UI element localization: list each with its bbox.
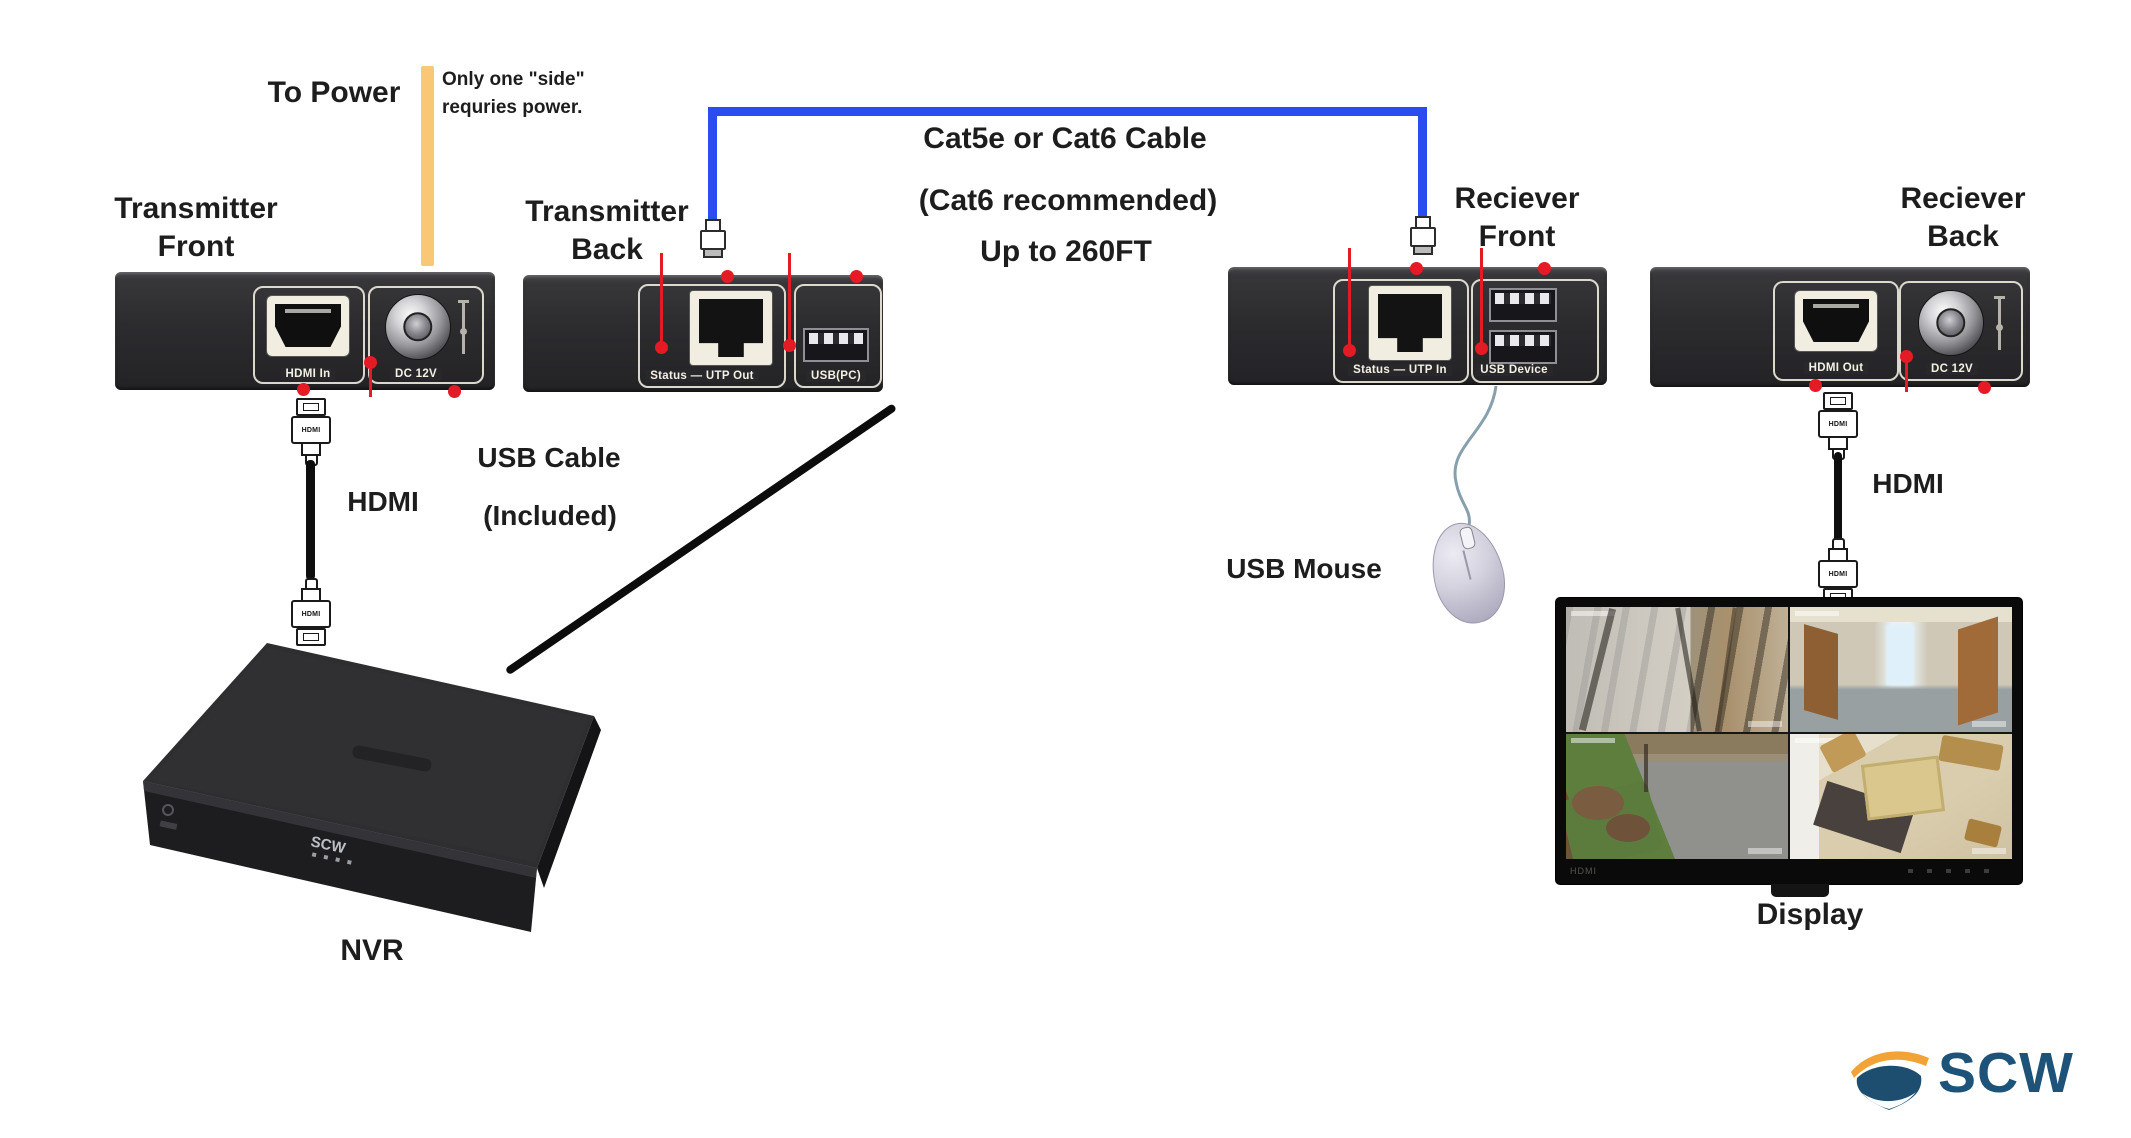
transmitter-back-title-2: Back [571,233,643,266]
cat-cable-label-3: Up to 260FT [980,235,1152,268]
camera-feed-building-exterior [1566,607,1788,732]
red-marker-dot [1900,350,1913,363]
transmitter-front-power-box [368,286,484,384]
hdmi-label-right: HDMI [1872,468,1944,499]
red-marker-dot [1475,342,1488,355]
camera-feed-hallway [1790,607,2012,732]
camera-feed-lobby [1790,734,2012,859]
hdmi-plug-top-left: HDMI [290,398,332,466]
transmitter-back-title-1: Transmitter [525,195,689,228]
hdmi-out-port [1795,291,1877,351]
usb-cable-label-2: (Included) [483,500,617,531]
hdmi-in-port [267,296,349,356]
transmitter-back-usb-box [794,284,882,388]
usb-cable-label-1: USB Cable [477,442,621,473]
red-marker-dot [1978,381,1991,394]
receiver-back-title-2: Back [1927,220,1999,253]
rj45-plug-left [698,219,728,258]
red-marker-dot [1343,344,1356,357]
dc-12v-label: DC 12V [1925,363,1979,375]
polarity-symbol [458,300,469,354]
nvr-device: SCW [143,643,601,932]
red-marker-dot [721,270,734,283]
usb-pc-port-label: USB(PC) [805,370,867,382]
red-marker-dot [655,341,668,354]
red-marker-dot [297,383,310,396]
receiver-back-title-1: Reciever [1900,182,2026,215]
hdmi-label-left: HDMI [347,486,419,517]
receiver-front-usb-box [1471,279,1599,383]
nvr-label: NVR [340,934,404,967]
cat-cable-right-drop [1418,107,1427,217]
display-monitor: HDMI [1556,598,2022,884]
hdmi-in-port-label: HDMI In [280,368,336,380]
cat-cable-label-2: (Cat6 recommended) [918,184,1218,217]
camera-feed-street [1566,734,1788,859]
hdmi-cable-right [1834,452,1842,544]
transmitter-front-title-1: Transmitter [114,192,278,225]
monitor-screen [1566,607,2012,859]
polarity-symbol [1994,296,2005,350]
transmitter-front-title-2: Front [157,230,235,263]
red-marker-line [1348,248,1351,348]
monitor-hdmi-sticker: HDMI [1570,866,1597,876]
utp-out-port-label: Status — UTP Out [645,370,759,382]
red-marker-dot [364,356,377,369]
red-marker-dot [1538,262,1551,275]
utp-in-port-label: Status — UTP In [1348,364,1452,376]
usb-device-port-1 [1489,288,1557,322]
red-marker-dot [1809,379,1822,392]
power-note-line1: Only one "side" [442,69,585,90]
receiver-back-hdmi-box [1773,281,1899,381]
hdmi-plug-bottom-right: HDMI [1817,538,1859,606]
cat-cable-label-1: Cat5e or Cat6 Cable [923,122,1207,155]
usb-mouse-label: USB Mouse [1226,553,1382,584]
rj45-plug-right [1408,216,1438,255]
scw-logo-icon [1851,1051,1929,1110]
dc-12v-label: DC 12V [389,368,443,380]
mouse-cable [1453,385,1498,527]
display-label: Display [1756,898,1864,931]
power-line [421,66,434,266]
red-marker-line [1905,362,1908,392]
usb-device-port-2 [1489,330,1557,364]
power-note-line2: requries power. [442,97,583,118]
receiver-front-title-2: Front [1478,220,1556,253]
dc-jack [1918,290,1984,356]
red-marker-line [369,369,372,397]
scw-logo-text: SCW [1938,1041,2074,1105]
red-marker-line [1480,248,1483,346]
usb-device-port-label: USB Device [1475,364,1553,376]
cat-cable-left-drop [708,107,717,220]
utp-in-port [1369,286,1451,360]
transmitter-back-utp-box [638,284,786,388]
hdmi-plug-top-right: HDMI [1817,392,1859,460]
red-marker-dot [850,270,863,283]
transmitter-front-hdmi-box [253,286,365,384]
hdmi-cable-left [306,460,315,580]
receiver-back-power-box [1899,281,2023,381]
red-marker-dot [448,385,461,398]
monitor-buttons [1908,869,1994,873]
red-marker-line [660,253,663,345]
red-marker-line [788,253,791,343]
receiver-front-title-1: Reciever [1454,182,1580,215]
hdmi-out-port-label: HDMI Out [1803,362,1869,374]
utp-out-port [690,291,772,365]
red-marker-dot [1410,262,1423,275]
to-power-label: To Power [267,76,401,109]
hdmi-plug-bottom-left: HDMI [290,578,332,646]
cat-cable-horizontal [708,107,1427,116]
receiver-front-utp-box [1333,279,1469,383]
usb-pc-port [803,328,869,362]
dc-jack [385,294,451,360]
monitor-stand [1771,884,1829,897]
red-marker-dot [783,339,796,352]
